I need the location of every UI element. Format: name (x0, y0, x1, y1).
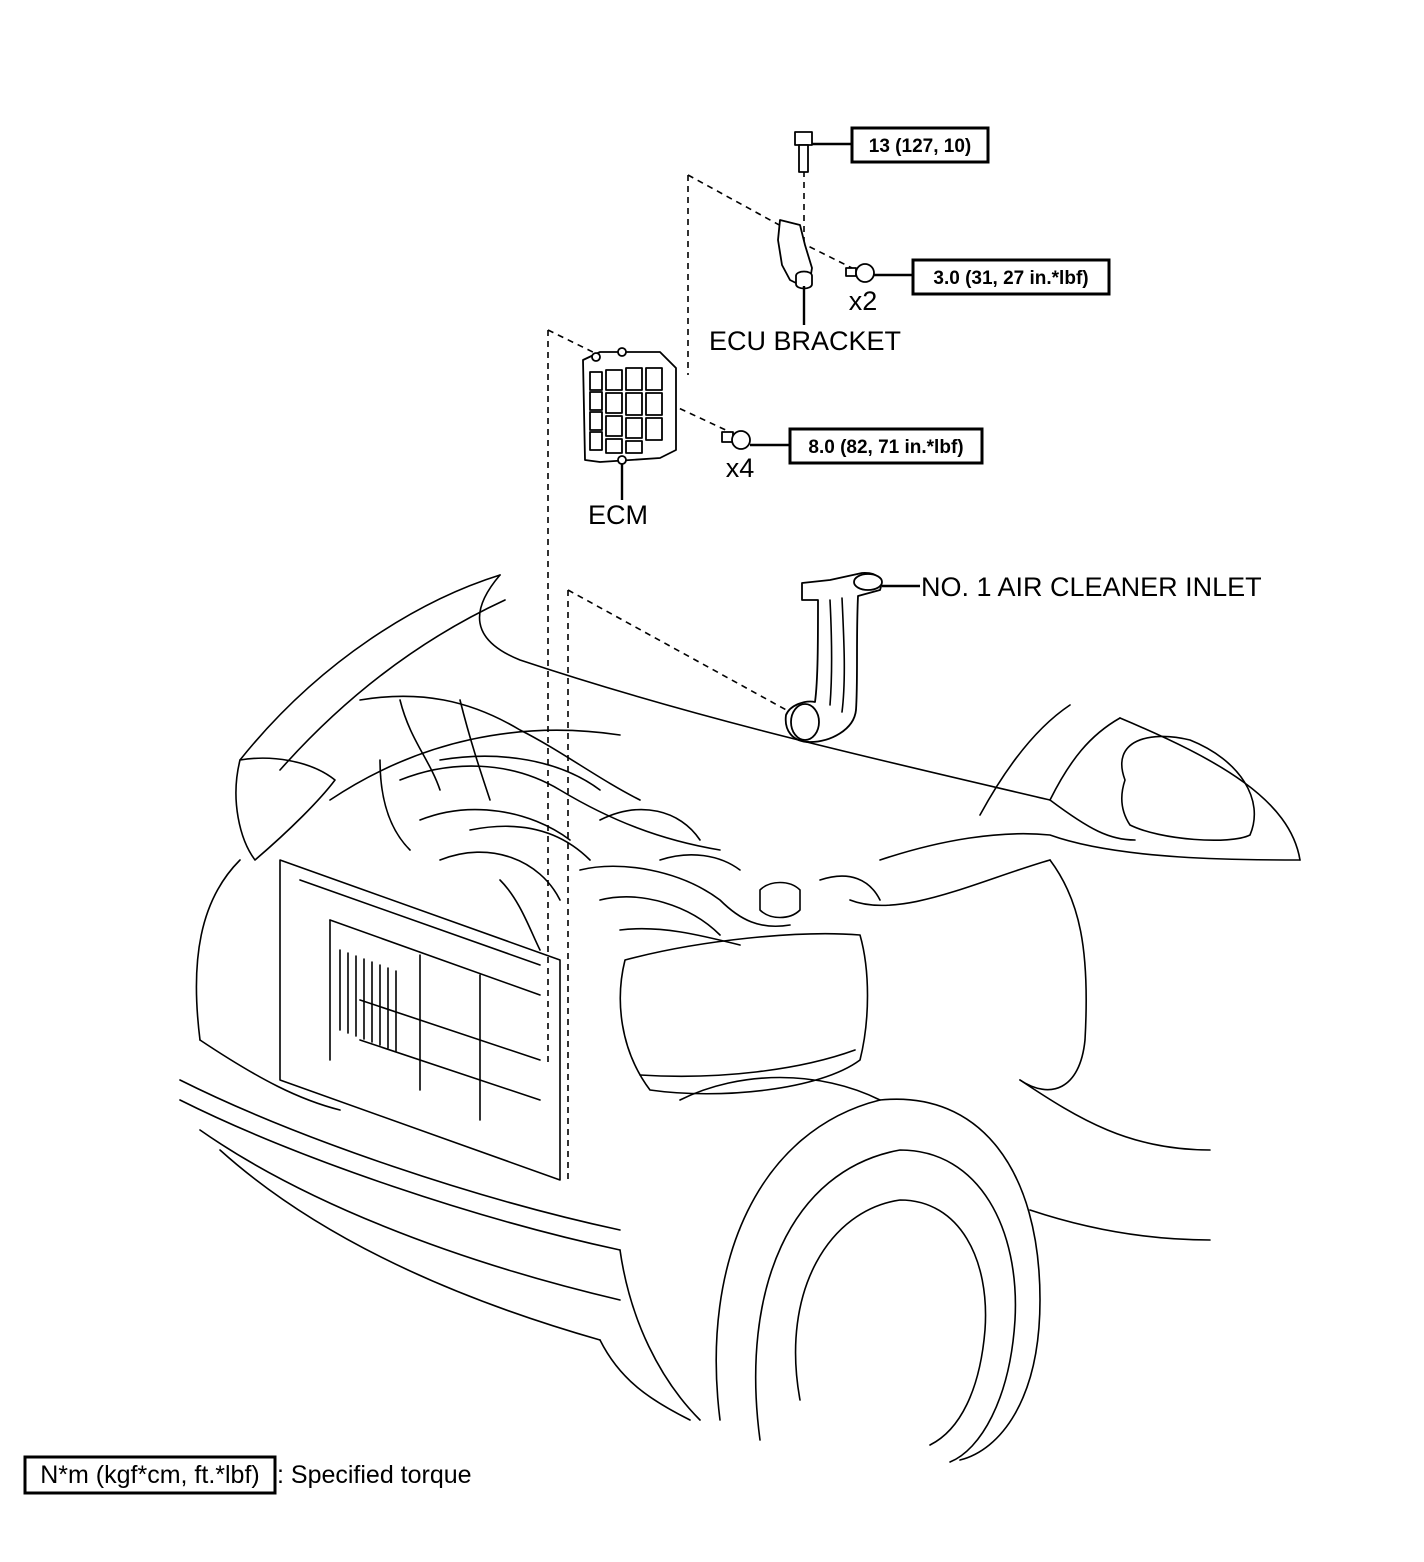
bracket-nut-icon (845, 263, 913, 283)
qty-bracket-nut: x2 (849, 286, 878, 316)
torque-value-bracket-nut: 3.0 (31, 27 in.*lbf) (933, 268, 1088, 289)
torque-value-bracket-bolt: 13 (127, 10) (869, 136, 971, 157)
ecu-bracket-part (777, 219, 813, 325)
ecm-bolt-icon (721, 430, 790, 450)
torque-callout-bracket-nut: 3.0 (31, 27 in.*lbf) (911, 258, 1111, 296)
torque-legend: N*m (kgf*cm, ft.*lbf) : Specified torque (23, 1455, 472, 1495)
bracket-bolt-icon (794, 131, 852, 173)
torque-callout-bracket-bolt: 13 (127, 10) (850, 126, 990, 164)
ecm-part (582, 347, 677, 500)
torque-value-ecm-bolt: 8.0 (82, 71 in.*lbf) (808, 437, 963, 458)
air-cleaner-inlet-part (784, 572, 920, 743)
label-ecu-bracket: ECU BRACKET (709, 326, 901, 356)
assembly-dash-lines (547, 160, 853, 1180)
vehicle-front-illustration (179, 574, 1301, 1463)
torque-callout-ecm-bolt: 8.0 (82, 71 in.*lbf) (788, 427, 984, 465)
legend-description: : Specified torque (277, 1461, 472, 1489)
label-air-cleaner-inlet: NO. 1 AIR CLEANER INLET (921, 572, 1262, 602)
qty-ecm-bolt: x4 (726, 453, 755, 483)
label-ecm: ECM (588, 500, 648, 530)
legend-unit-box: N*m (kgf*cm, ft.*lbf) (40, 1461, 259, 1489)
